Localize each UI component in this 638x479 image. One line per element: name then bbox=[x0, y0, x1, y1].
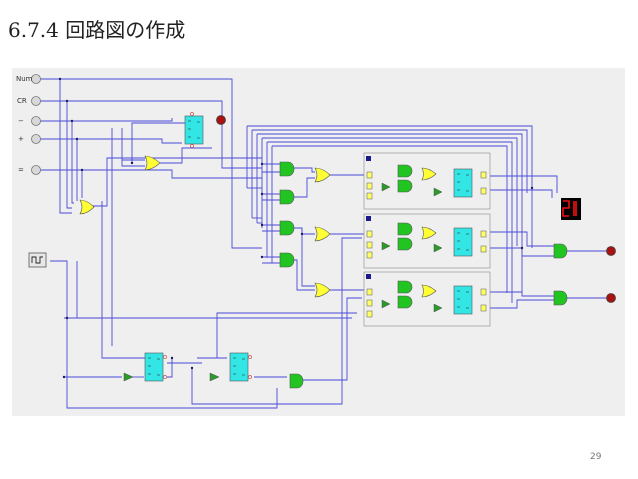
input-minus[interactable]: − bbox=[18, 116, 41, 126]
and-gate-right-1 bbox=[553, 243, 568, 259]
flip-flop-top bbox=[184, 112, 204, 148]
not-gate-bottom-2 bbox=[209, 372, 220, 382]
output-led-right-2 bbox=[606, 293, 616, 303]
flip-flop-bottom-1 bbox=[144, 352, 167, 382]
flip-flop-bottom-2 bbox=[229, 352, 252, 382]
output-led-right-1 bbox=[606, 246, 616, 256]
or-gate-top bbox=[144, 155, 161, 171]
or-gate-left bbox=[79, 199, 95, 215]
clock-icon bbox=[31, 256, 43, 264]
page-number: 29 bbox=[590, 452, 602, 462]
seven-segment-display bbox=[561, 198, 581, 220]
counter-stage-3 bbox=[363, 271, 491, 327]
input-pins: Num CR − + = bbox=[16, 74, 41, 175]
input-clr-label: CR bbox=[17, 97, 27, 105]
input-plus-label: + bbox=[18, 135, 24, 143]
or-gate-column bbox=[314, 167, 331, 298]
and-gate-column bbox=[279, 161, 295, 268]
output-led-top bbox=[216, 115, 226, 125]
input-equal[interactable]: = bbox=[18, 165, 41, 175]
input-minus-label: − bbox=[18, 117, 24, 125]
counter-stage-1 bbox=[363, 152, 491, 210]
input-num-label: Num bbox=[16, 75, 33, 83]
circuit-canvas: Num CR − + = bbox=[12, 68, 625, 416]
not-gate-bottom-1 bbox=[123, 372, 134, 382]
circuit-diagram: Num CR − + = bbox=[16, 74, 616, 409]
display-digits bbox=[562, 200, 577, 217]
and-gate-right-2 bbox=[553, 290, 568, 306]
input-clr[interactable]: CR bbox=[17, 96, 41, 106]
slide-title: 6.7.4 回路図の作成 bbox=[8, 18, 186, 42]
wires bbox=[40, 78, 608, 409]
and-gate-bottom bbox=[289, 373, 304, 389]
input-num[interactable]: Num bbox=[16, 74, 41, 84]
clock-source[interactable] bbox=[28, 252, 47, 268]
wire-junctions bbox=[58, 77, 534, 379]
input-equal-label: = bbox=[18, 166, 24, 174]
input-plus[interactable]: + bbox=[18, 134, 41, 144]
counter-stage-2 bbox=[363, 213, 491, 269]
